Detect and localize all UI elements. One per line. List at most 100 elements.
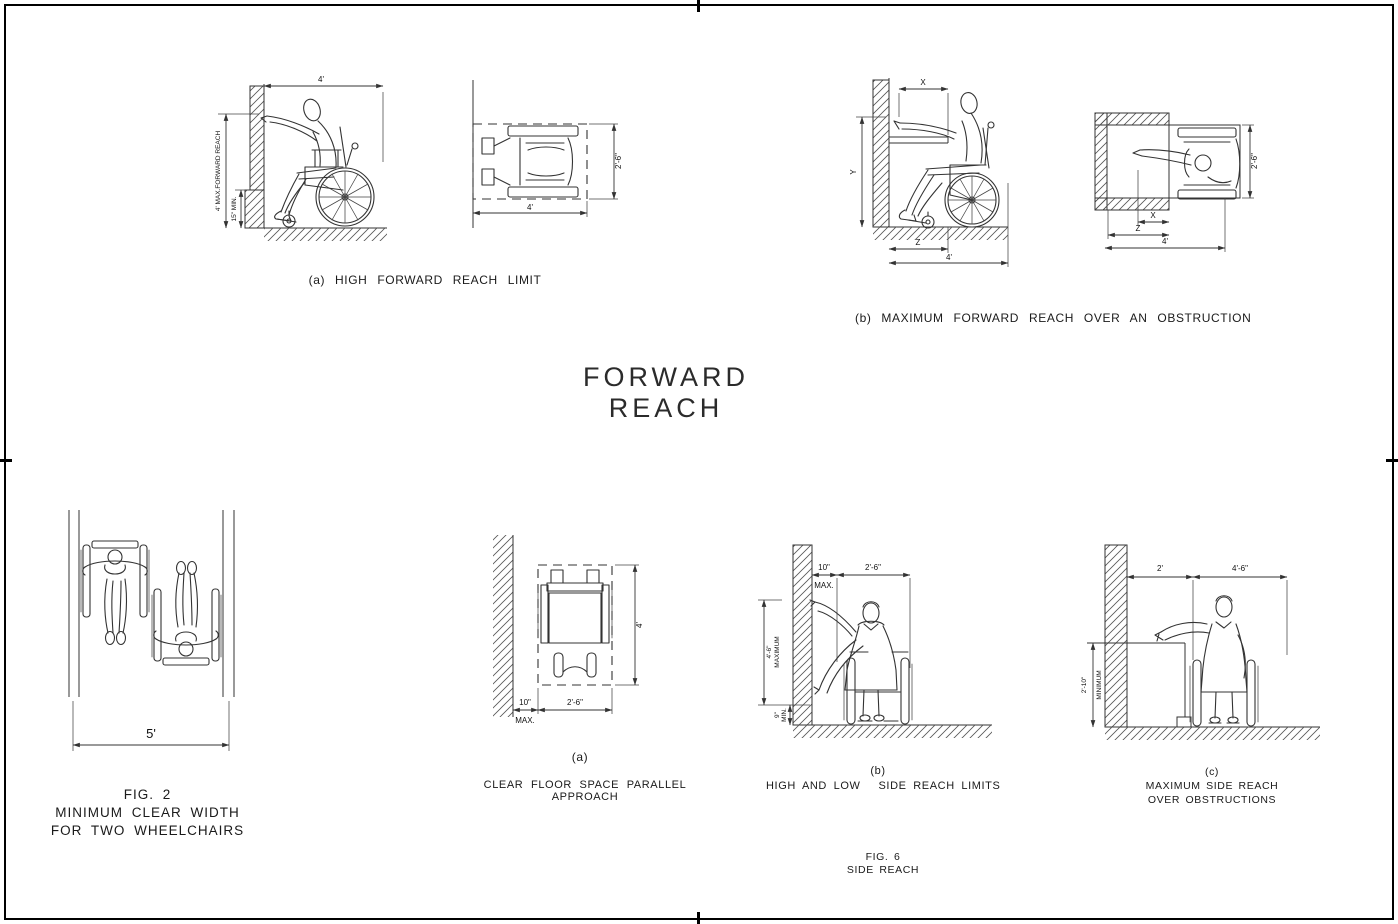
caption-fig6-line2: SIDE REACH: [846, 864, 920, 876]
dim-label-offset: 10": [818, 563, 830, 572]
caption-high-forward-reach: (a) HIGH FORWARD REACH LIMIT: [308, 273, 542, 287]
person-high-low-reach: [809, 599, 898, 722]
caption-parallel-approach: CLEAR FLOOR SPACE PARALLEL APPROACH: [483, 779, 687, 803]
dim-label-y: Y: [849, 169, 858, 175]
dim-label-length: 4': [635, 622, 644, 628]
dim-label-depth: 2': [1157, 564, 1163, 573]
label-side-reach-obstruction: (c): [1204, 766, 1220, 778]
clear-floor-space-outline: [537, 564, 613, 686]
dim-label-offset-qual: MAX.: [515, 716, 535, 725]
dim-label-offset-qual: MAX.: [814, 581, 834, 590]
wheelchair-plan-southbound: [80, 540, 150, 646]
dim-label-z: Z: [916, 238, 921, 247]
dim-length: 4': [888, 183, 1009, 267]
wheelchair-front-view: [843, 651, 913, 725]
floor-section: [873, 226, 1008, 240]
dim-label-low-reach-qual: MIN.: [781, 708, 788, 722]
forward-reach-obstruction-plan: X Z 4' 2'-6": [1094, 112, 1259, 252]
bottom-edge-tick: [697, 912, 700, 924]
caption-fig2-line1: FIG. 2: [123, 787, 172, 802]
obstruction-counter: [1087, 642, 1192, 728]
wheelchair-plan-view: [537, 569, 613, 678]
wall-section: [244, 84, 265, 229]
wall-section: [872, 78, 890, 228]
caption-side-reach-left: HIGH AND LOW: [766, 780, 861, 792]
dim-label-plan-length: 4': [527, 203, 533, 212]
caption-side-reach-obstruction-line2: OVER OBSTRUCTIONS: [1147, 794, 1277, 806]
wheelchair-plan-northbound: [151, 560, 222, 666]
dim-low-reach: 9" MIN.: [774, 704, 793, 726]
side-reach-limits-elevation: 10" MAX. 2'-6" 4'-6" MAXIMUM 9" MIN.: [758, 544, 992, 738]
right-edge-tick: [1386, 459, 1398, 462]
forward-reach-obstruction-elevation: X Y Z 4': [849, 78, 1009, 267]
caption-side-reach-obstruction: (c) MAXIMUM SIDE REACH OVER OBSTRUCTIONS: [1138, 765, 1286, 807]
dim-clear-depth-z: Z: [888, 227, 949, 253]
dim-plan-x: X: [1137, 170, 1170, 226]
dim-plan-width: 2'-6": [589, 123, 623, 200]
corridor-walls: [68, 510, 235, 697]
caption-fig2-line2: MINIMUM CLEAR WIDTH: [55, 805, 240, 820]
dim-label-reach-width: 4'-6": [1232, 564, 1248, 573]
caption-fig2: FIG. 2 MINIMUM CLEAR WIDTH FOR TWO WHEEL…: [40, 786, 255, 840]
wall-section: [493, 535, 514, 717]
dim-label-min-clearance: 15" MIN.: [231, 196, 238, 221]
dim-plan-length: 4': [472, 201, 588, 217]
floor-section: [1105, 726, 1320, 740]
top-edge-tick: [697, 0, 700, 12]
dim-reach-height-y: Y: [849, 116, 886, 228]
dim-label-x: X: [920, 78, 926, 87]
low-reach-step: [244, 189, 265, 229]
dim-min-clearance: 15" MIN.: [231, 189, 250, 229]
dim-label-plan-x: X: [1150, 211, 1156, 220]
dim-label-width: 2'-6": [567, 698, 583, 707]
caption-side-reach-obstruction-line1: MAXIMUM SIDE REACH: [1145, 780, 1279, 792]
wheelchair-side-view: [276, 126, 375, 228]
caption-fig6-line1: FIG. 6: [865, 851, 901, 863]
dim-corridor-width: 5': [72, 701, 230, 751]
side-reach-obstruction-elevation: 2'-10" MINIMUM 2' 4'-6": [1081, 544, 1320, 740]
dim-max-forward-reach: 4' MAX.FORWARD REACH: [215, 113, 259, 229]
obstruction-counter: [889, 136, 949, 144]
wheel-spokes: [318, 170, 372, 224]
dim-label-low-reach: 9": [774, 711, 781, 718]
person-reaching-up: [260, 98, 337, 222]
dim-label-length: 4': [946, 253, 952, 262]
dim-label-high-reach: 4'-6": [766, 645, 773, 659]
dim-label-plan-z: Z: [1136, 224, 1141, 233]
left-edge-tick: [0, 459, 12, 462]
dim-obstruction-height: 2'-10" MINIMUM: [1081, 642, 1103, 728]
wall-section: [1104, 544, 1128, 728]
person-plan: [82, 549, 148, 646]
dim-label-high-reach-qual: MAXIMUM: [774, 636, 781, 667]
wheel-spokes: [947, 175, 997, 225]
dim-plan-z: Z: [1107, 210, 1170, 239]
clear-floor-space-outline: [1168, 124, 1241, 199]
wheelchair-plan-view: [1177, 127, 1241, 200]
dim-label-height-qual: MINIMUM: [1096, 670, 1103, 699]
wheelchair-front-view: [1189, 659, 1259, 727]
dim-label-top-width: 4': [318, 75, 324, 84]
dim-label-plan-width: 2'-6": [1250, 153, 1259, 169]
dim-wall-offset: 10" MAX. 2'-6": [512, 688, 613, 725]
dim-reach-depth-x: X: [898, 78, 949, 135]
dim-label-max-reach: 4' MAX.FORWARD REACH: [215, 131, 222, 212]
dim-label-corridor-width: 5': [146, 726, 156, 741]
wheelchair-side-view: [907, 121, 1000, 229]
person-side-reach-over-counter: [1154, 595, 1248, 724]
high-forward-reach-elevation: 4' 4' MAX.FORWARD REACH 15" MIN.: [215, 75, 387, 241]
dim-plan-width: 2'-6": [1242, 124, 1259, 199]
person-reaching-into-alcove: [1132, 148, 1232, 184]
dim-label-width: 2'-6": [865, 563, 881, 572]
parallel-approach-plan: 4' 10" MAX. 2'-6": [493, 535, 644, 725]
dim-label-height: 2'-10": [1081, 676, 1088, 693]
clear-floor-space-outline: [472, 123, 588, 200]
section-title-forward-reach: FORWARD REACH: [583, 362, 749, 423]
label-parallel-approach: (a): [571, 750, 589, 764]
clear-floor-space-plan: 2'-6" 4': [472, 80, 623, 228]
dim-label-offset: 10": [519, 698, 531, 707]
label-side-reach-limits: (b): [870, 765, 886, 777]
caption-forward-reach-obstruction: (b) MAXIMUM FORWARD REACH OVER AN OBSTRU…: [855, 311, 1252, 325]
wall-section: [792, 544, 813, 726]
dim-clear-space-length: 4': [263, 75, 384, 162]
